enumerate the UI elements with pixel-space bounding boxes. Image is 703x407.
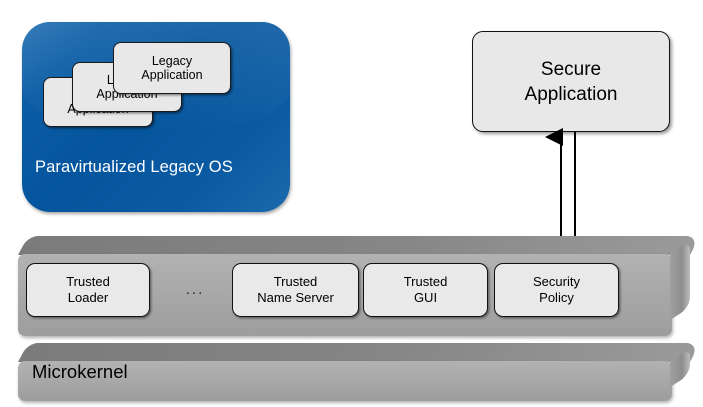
legacy-application-box-1: Legacy Application — [113, 42, 231, 94]
service-label-trusted-gui: Trusted GUI — [404, 274, 448, 306]
secure-application-line1: Secure — [540, 58, 602, 80]
services-bar-side-face — [670, 241, 690, 320]
service-line2-trusted-loader: Loader — [67, 290, 109, 305]
legacy-os-label: Paravirtualized Legacy OS — [35, 158, 233, 177]
service-box-trusted-name-server: Trusted Name Server — [232, 263, 359, 317]
service-box-security-policy: Security Policy — [494, 263, 619, 317]
services-ellipsis: ... — [185, 281, 205, 298]
service-line1-trusted-name-server: Trusted — [273, 274, 318, 289]
microkernel-label: Microkernel — [32, 361, 128, 382]
service-label-trusted-name-server: Trusted Name Server — [257, 274, 334, 306]
service-line1-trusted-loader: Trusted — [66, 274, 110, 289]
microkernel-bar-body-face — [18, 361, 672, 401]
service-line2-trusted-gui: GUI — [413, 290, 438, 305]
legacy-application-line1-1: Legacy — [151, 54, 193, 68]
secure-application-label: Secure Application — [525, 57, 618, 107]
service-line1-trusted-gui: Trusted — [403, 274, 448, 289]
service-line2-security-policy: Policy — [539, 290, 574, 305]
legacy-application-line2-1: Application — [141, 68, 203, 82]
service-label-trusted-loader: Trusted Loader — [66, 274, 110, 306]
service-label-security-policy: Security Policy — [533, 274, 580, 306]
service-line1-security-policy: Security — [533, 274, 580, 289]
service-box-trusted-loader: Trusted Loader — [26, 263, 150, 317]
services-bar-top-face — [18, 236, 701, 255]
microkernel-bar — [18, 343, 701, 401]
service-line2-trusted-name-server: Name Server — [257, 290, 334, 305]
secure-application-line2: Application — [524, 83, 618, 105]
service-box-trusted-gui: Trusted GUI — [363, 263, 488, 317]
microkernel-bar-top-face — [18, 343, 701, 362]
legacy-application-label-1: Legacy Application — [141, 54, 202, 82]
legacy-os-label-text: Paravirtualized Legacy OS — [35, 158, 233, 176]
secure-application-box: Secure Application — [472, 31, 670, 132]
